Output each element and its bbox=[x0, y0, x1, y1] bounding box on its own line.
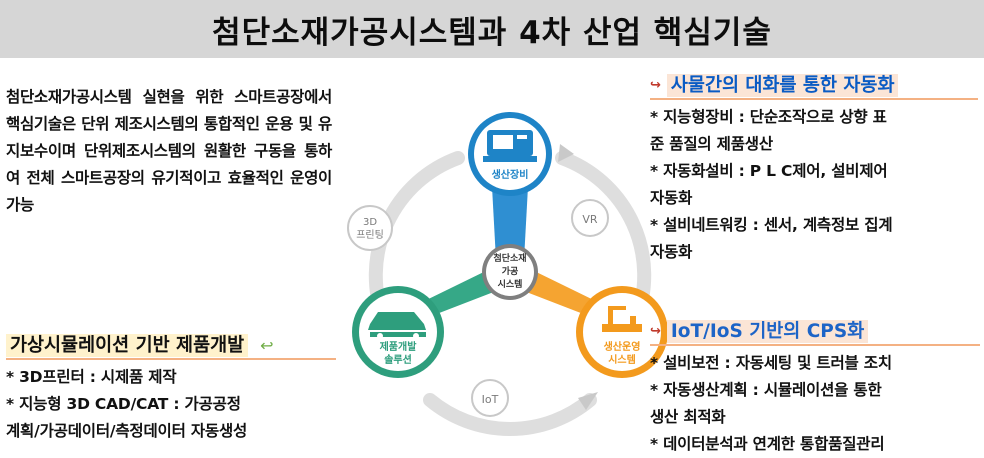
list-item: * 3D프린터 : 시제품 제작 bbox=[6, 368, 177, 386]
svg-text:가공: 가공 bbox=[502, 265, 519, 277]
car-icon bbox=[368, 312, 426, 339]
svg-text:3D: 3D bbox=[363, 217, 377, 228]
robot-arm-icon bbox=[602, 306, 642, 332]
arrow-icon: ↩ bbox=[260, 336, 274, 355]
ring-label-3d: 3D 프린팅 bbox=[347, 205, 393, 251]
svg-text:프린팅: 프린팅 bbox=[356, 229, 384, 241]
svg-text:제품개발: 제품개발 bbox=[380, 340, 418, 353]
svg-text:생산운영: 생산운영 bbox=[604, 340, 641, 353]
arrow-icon: ↪ bbox=[650, 324, 661, 339]
svg-text:생산장비: 생산장비 bbox=[492, 168, 529, 181]
svg-text:솔루션: 솔루션 bbox=[384, 353, 412, 366]
title-bar: 첨단소재가공시스템과 4차 산업 핵심기술 bbox=[0, 0, 984, 58]
node-center: 첨단소재 가공 시스템 bbox=[482, 244, 538, 300]
svg-text:시스템: 시스템 bbox=[608, 354, 636, 366]
intro-paragraph: 첨단소재가공시스템 실현을 위한 스마트공장에서 핵심기술은 단위 제조시스템의… bbox=[6, 88, 332, 214]
section-heading: 가상시뮬레이션 기반 제품개발 bbox=[6, 334, 249, 357]
section-simulation: 가상시뮬레이션 기반 제품개발 ↩ * 3D프린터 : 시제품 제작 * 지능형… bbox=[6, 334, 336, 445]
machine-icon bbox=[483, 130, 537, 162]
list-item: * 데이터분석과 연계한 통합품질관리 bbox=[650, 435, 885, 453]
svg-text:시스템: 시스템 bbox=[498, 278, 523, 290]
svg-text:IoT: IoT bbox=[482, 393, 499, 406]
section-heading: 사물간의 대화를 통한 자동화 bbox=[666, 74, 899, 97]
node-production-operation: 생산운영 시스템 bbox=[576, 286, 668, 378]
svg-text:VR: VR bbox=[582, 213, 598, 226]
ring-label-iot: IoT bbox=[471, 379, 509, 417]
cycle-diagram: 3D 프린팅 VR IoT 생산장비 제품개발 솔 bbox=[347, 112, 668, 436]
svg-text:첨단소재: 첨단소재 bbox=[493, 252, 526, 264]
section-heading: IoT/IoS 기반의 CPS화 bbox=[666, 320, 869, 343]
node-production-equipment: 생산장비 bbox=[468, 112, 552, 196]
node-product-development: 제품개발 솔루션 bbox=[352, 286, 444, 378]
ring-label-vr: VR bbox=[571, 199, 609, 237]
arrow-icon: ↪ bbox=[650, 78, 661, 93]
page-title: 첨단소재가공시스템과 4차 산업 핵심기술 bbox=[212, 14, 772, 51]
section-cps: ↪ IoT/IoS 기반의 CPS화 * 설비보전 : 자동세팅 및 트러블 조… bbox=[650, 320, 980, 458]
list-item: * 설비보전 : 자동세팅 및 트러블 조치 bbox=[650, 354, 892, 372]
